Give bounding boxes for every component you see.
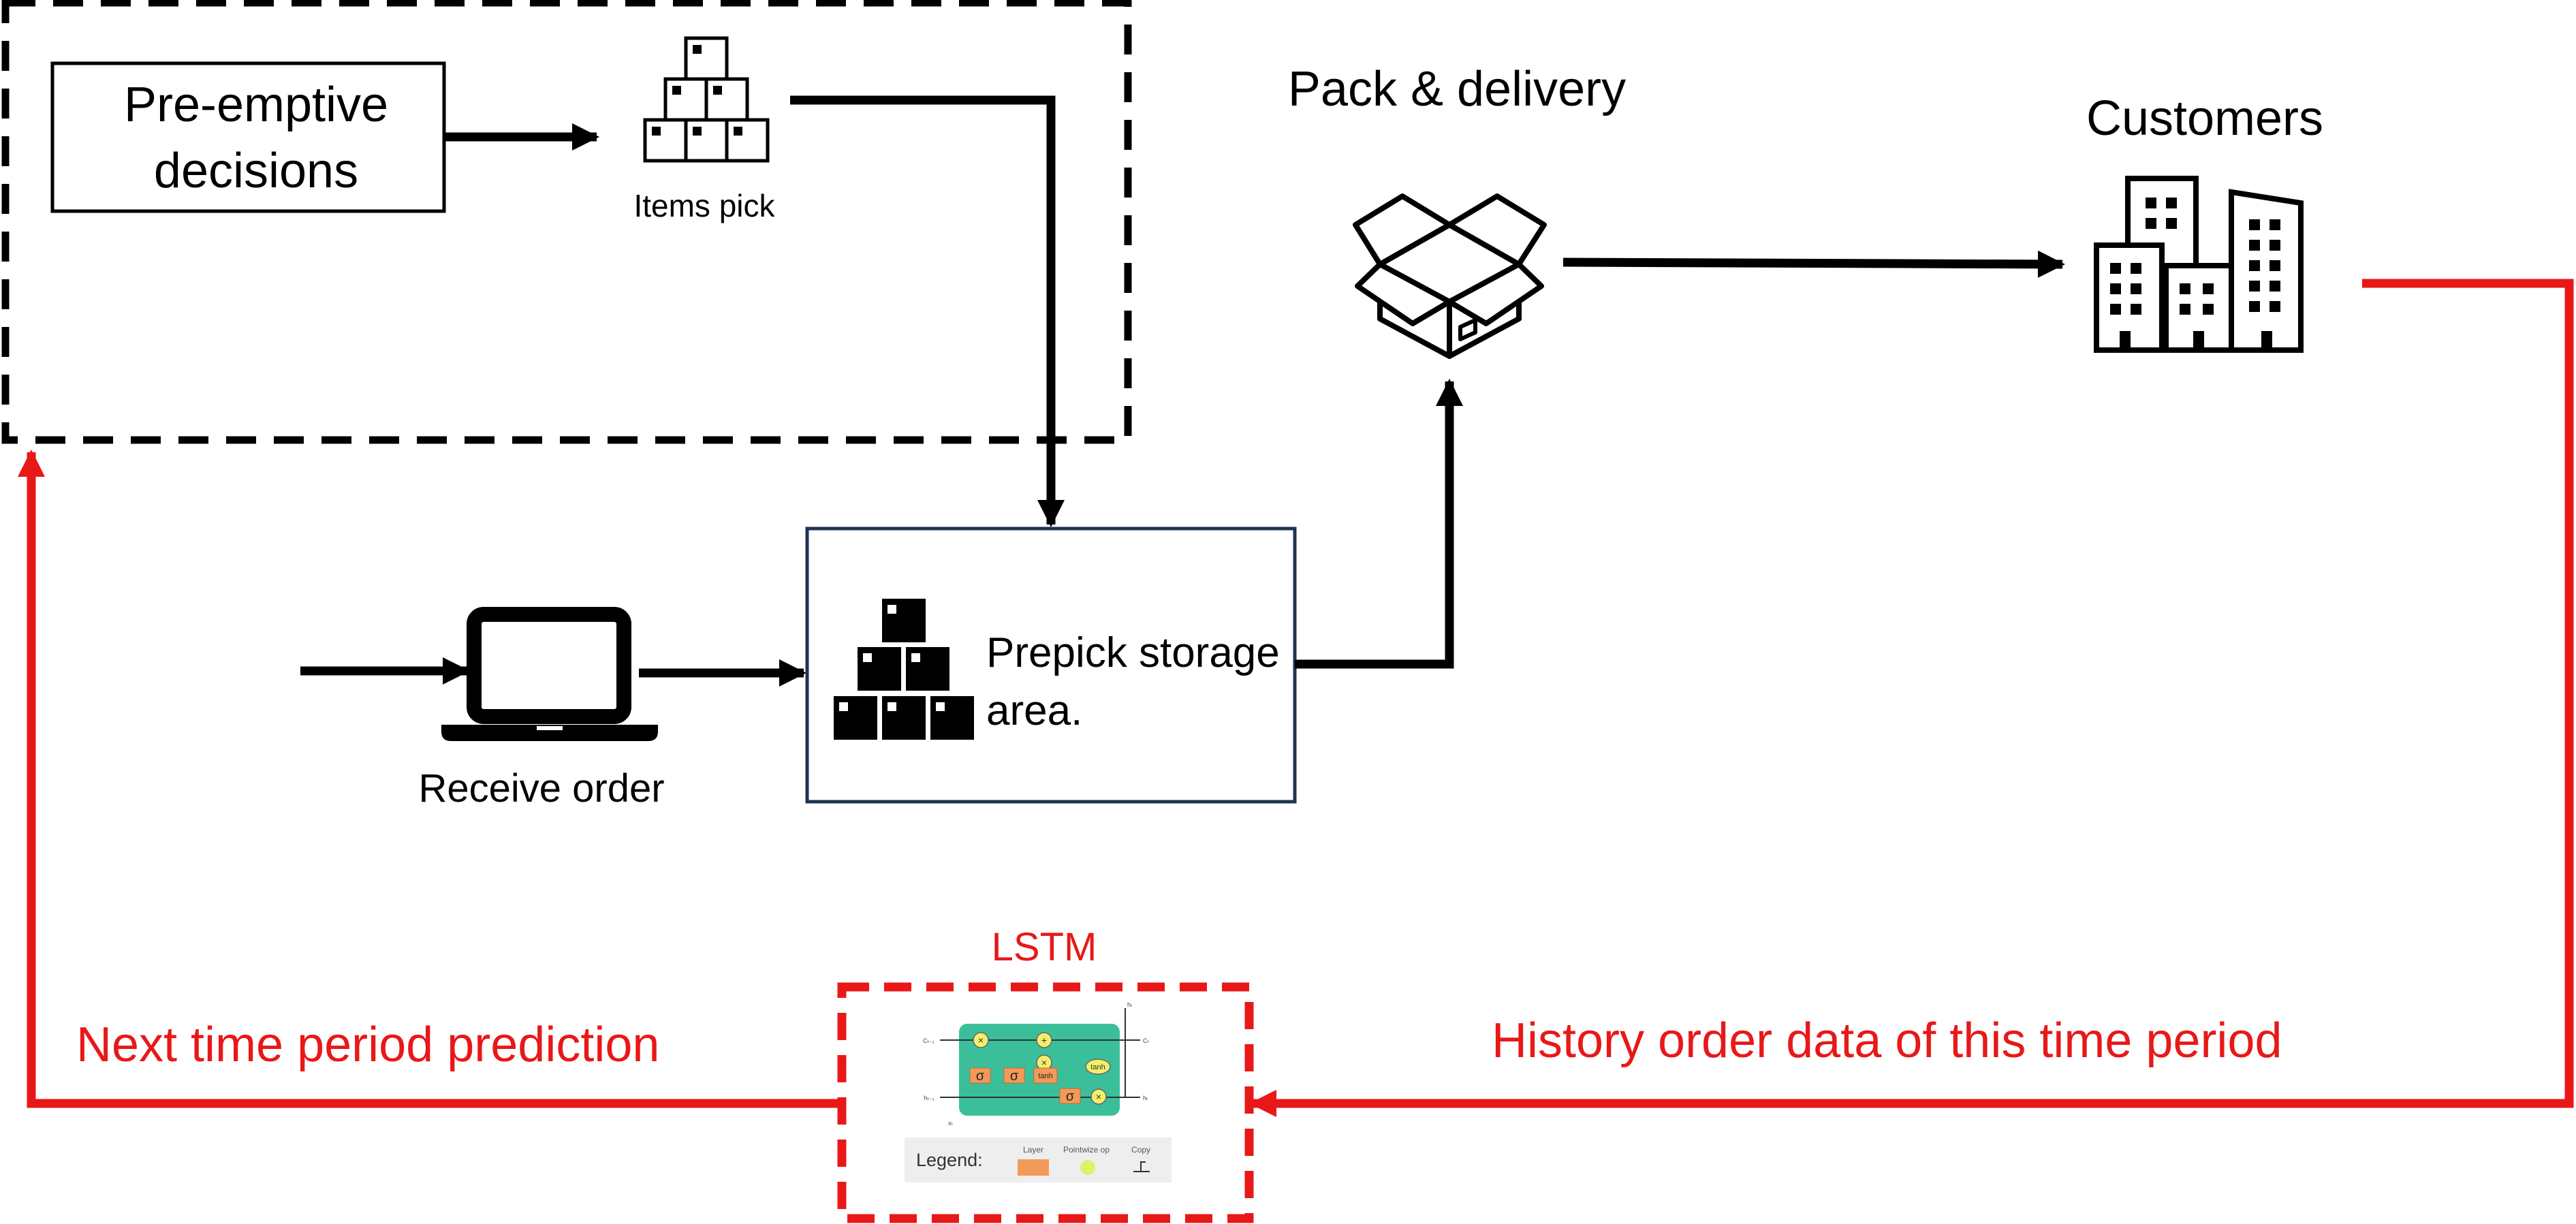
- prepick-storage-node: Prepick storage area.: [805, 527, 1297, 804]
- feedback-right-label: History order data of this time period: [1492, 1014, 2282, 1068]
- lstm-h-prev-label: hₜ₋₁: [924, 1095, 934, 1101]
- lstm-sigma-label-1: σ: [976, 1069, 985, 1084]
- stacked-boxes-icon: [643, 36, 770, 163]
- lstm-legend-layer-label: Layer: [1023, 1145, 1043, 1155]
- lstm-sigma-layer-1: [969, 1067, 991, 1084]
- edge-items-pick-to-prepick: [790, 95, 1065, 527]
- lstm-tanh-layer: [1033, 1067, 1058, 1084]
- prepick-label-line2: area.: [986, 687, 1082, 734]
- box-pyramid-icon: [834, 599, 974, 740]
- lstm-x-label: xₜ: [948, 1120, 954, 1127]
- lstm-sigma-layer-2: [1003, 1067, 1025, 1084]
- lstm-output-op-symbol: ×: [1096, 1091, 1101, 1102]
- lstm-h-out-label: hₜ: [1143, 1095, 1148, 1101]
- lstm-forget-multiply-op: [973, 1032, 989, 1048]
- edge-lstm-to-preemptive: [17, 450, 839, 1108]
- lstm-legend-pointwise-swatch: [1080, 1160, 1095, 1175]
- lstm-tanh-op: [1085, 1058, 1111, 1075]
- edge-pack-to-customers: [1562, 250, 2065, 278]
- pack-delivery-label: Pack & delivery: [1288, 62, 1626, 116]
- lstm-c-out-label: Cₜ: [1143, 1037, 1149, 1044]
- lstm-output-multiply-op: [1090, 1088, 1107, 1105]
- lstm-sigma-layer-3: [1059, 1088, 1081, 1104]
- lstm-h-top-label: hₜ: [1127, 1001, 1133, 1008]
- laptop-icon: [441, 607, 658, 741]
- prepick-label-line1: Prepick storage: [986, 629, 1280, 676]
- lstm-legend-copy-icon: [1133, 1161, 1150, 1172]
- preemptive-label-line1: Pre-emptive: [124, 78, 388, 132]
- preemptive-decisions-node: Pre-emptive decisions: [50, 61, 446, 213]
- lstm-input-op-symbol: ×: [1041, 1057, 1047, 1068]
- lstm-tanh-op-label: tanh: [1090, 1063, 1105, 1071]
- lstm-sigma-label-2: σ: [1010, 1069, 1019, 1084]
- customers-label: Customers: [2086, 91, 2323, 146]
- lstm-legend-pointwise-label: Pointwize op: [1063, 1145, 1110, 1155]
- edge-prepick-to-pack: [1295, 379, 1463, 669]
- receive-order-label: Receive order: [418, 766, 664, 811]
- lstm-add-op: [1036, 1032, 1052, 1048]
- lstm-sigma-label-3: σ: [1066, 1089, 1075, 1104]
- preemptive-region-dashed-border: [1, 0, 1132, 444]
- lstm-legend-copy-label: Copy: [1131, 1145, 1150, 1155]
- lstm-forget-op-symbol: ×: [978, 1035, 984, 1046]
- lstm-add-op-symbol: +: [1041, 1035, 1047, 1046]
- lstm-legend-label: Legend:: [916, 1150, 983, 1170]
- lstm-legend-layer-swatch: [1018, 1159, 1049, 1176]
- open-box-icon: [1353, 193, 1547, 359]
- edge-customers-to-lstm: [1249, 279, 2574, 1117]
- lstm-c-prev-label: Cₜ₋₁: [923, 1037, 934, 1044]
- items-pick-label: Items pick: [633, 188, 775, 223]
- preemptive-label-line2: decisions: [154, 144, 358, 198]
- lstm-title: LSTM: [992, 925, 1097, 969]
- lstm-dashed-border: [837, 982, 1254, 1223]
- feedback-left-label: Next time period prediction: [76, 1018, 659, 1072]
- lstm-tanh-label: tanh: [1038, 1072, 1052, 1080]
- lstm-cell-diagram: × + × × tanh σ σ tanh σ Cₜ₋₁ Cₜ hₜ₋₁ hₜ …: [905, 1001, 1172, 1182]
- buildings-icon: [2094, 176, 2304, 353]
